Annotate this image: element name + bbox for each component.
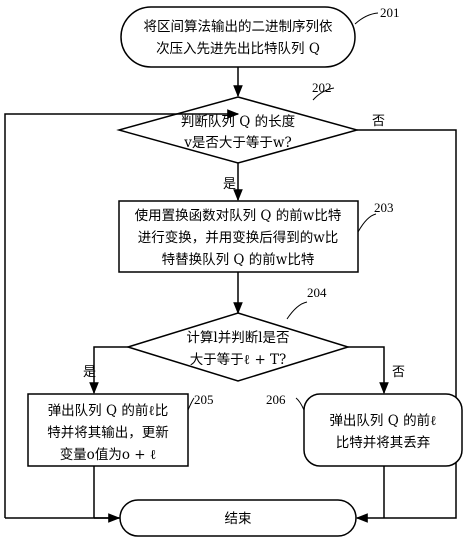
step-202-number: 202 — [312, 80, 332, 95]
step-203-line-1: 使用置换函数对队列 Q 的前w比特 — [135, 207, 342, 224]
step-203-line-3: 特替换队列 Q 的前w比特 — [162, 251, 315, 268]
step-202-leader — [312, 87, 335, 101]
label-204-no: 否 — [392, 365, 405, 380]
step-205: 弹出队列 Q 的前ℓ比 特并将其输出，更新 变量o值为o + ℓ 205 — [27, 392, 214, 467]
step-206-line-2: 比特并将其丢弃 — [336, 435, 431, 451]
end-box — [119, 499, 357, 537]
step-201-line-2: 次压入先进先出比特队列 Q — [156, 41, 320, 57]
arrow-loop-back-to-202 — [4, 109, 240, 518]
step-201-box — [120, 6, 356, 68]
step-204-line-1: 计算l并判断l是否 — [186, 330, 289, 346]
step-206-leader — [295, 397, 305, 411]
step-206-box — [303, 393, 463, 467]
step-203-number: 203 — [374, 200, 394, 215]
step-201: 将区间算法输出的二进制序列依 次压入先进先出比特队列 Q 201 — [120, 5, 400, 68]
step-206: 弹出队列 Q 的前ℓ 比特并将其丢弃 206 — [266, 392, 463, 467]
step-203-box — [118, 200, 359, 273]
step-206-line-1: 弹出队列 Q 的前ℓ — [329, 412, 436, 429]
arrow-204-no-to-206 — [348, 346, 389, 395]
label-202-no: 否 — [372, 114, 385, 129]
step-205-line-3: 变量o值为o + ℓ — [60, 447, 157, 463]
step-206-number: 206 — [266, 392, 286, 407]
step-201-number: 201 — [380, 5, 400, 20]
step-202-line-1: 判断队列 Q 的长度 — [181, 114, 295, 130]
step-203-line-2: 进行变换，并用变换后得到的w比 — [138, 229, 339, 246]
step-204: 计算l并判断l是否 大于等于ℓ + T? 204 — [125, 285, 351, 382]
step-203-leader — [357, 213, 377, 233]
step-204-line-2: 大于等于ℓ + T? — [190, 351, 287, 368]
arrow-204-yes-to-205 — [89, 346, 128, 395]
step-201-line-1: 将区间算法输出的二进制序列依 — [144, 19, 333, 35]
step-204-leader — [286, 301, 308, 320]
step-205-line-2: 特并将其输出，更新 — [47, 425, 169, 441]
label-204-yes: 是 — [83, 365, 96, 380]
step-204-diamond — [125, 312, 351, 382]
step-205-box — [27, 393, 189, 467]
step-203: 使用置换函数对队列 Q 的前w比特 进行变换，并用变换后得到的w比 特替换队列 … — [118, 200, 394, 273]
arrow-202-no-to-end — [355, 129, 457, 523]
step-202-diamond — [116, 96, 360, 164]
end-label: 结束 — [225, 511, 252, 527]
step-202-line-2: v是否大于等于w? — [183, 134, 291, 151]
step-205-line-1: 弹出队列 Q 的前ℓ比 — [48, 402, 169, 419]
label-202-yes: 是 — [223, 177, 236, 192]
step-204-number: 204 — [307, 285, 327, 300]
step-205-leader — [187, 397, 195, 411]
step-201-leader — [354, 12, 379, 25]
step-205-number: 205 — [194, 392, 214, 407]
end: 结束 — [119, 499, 357, 537]
